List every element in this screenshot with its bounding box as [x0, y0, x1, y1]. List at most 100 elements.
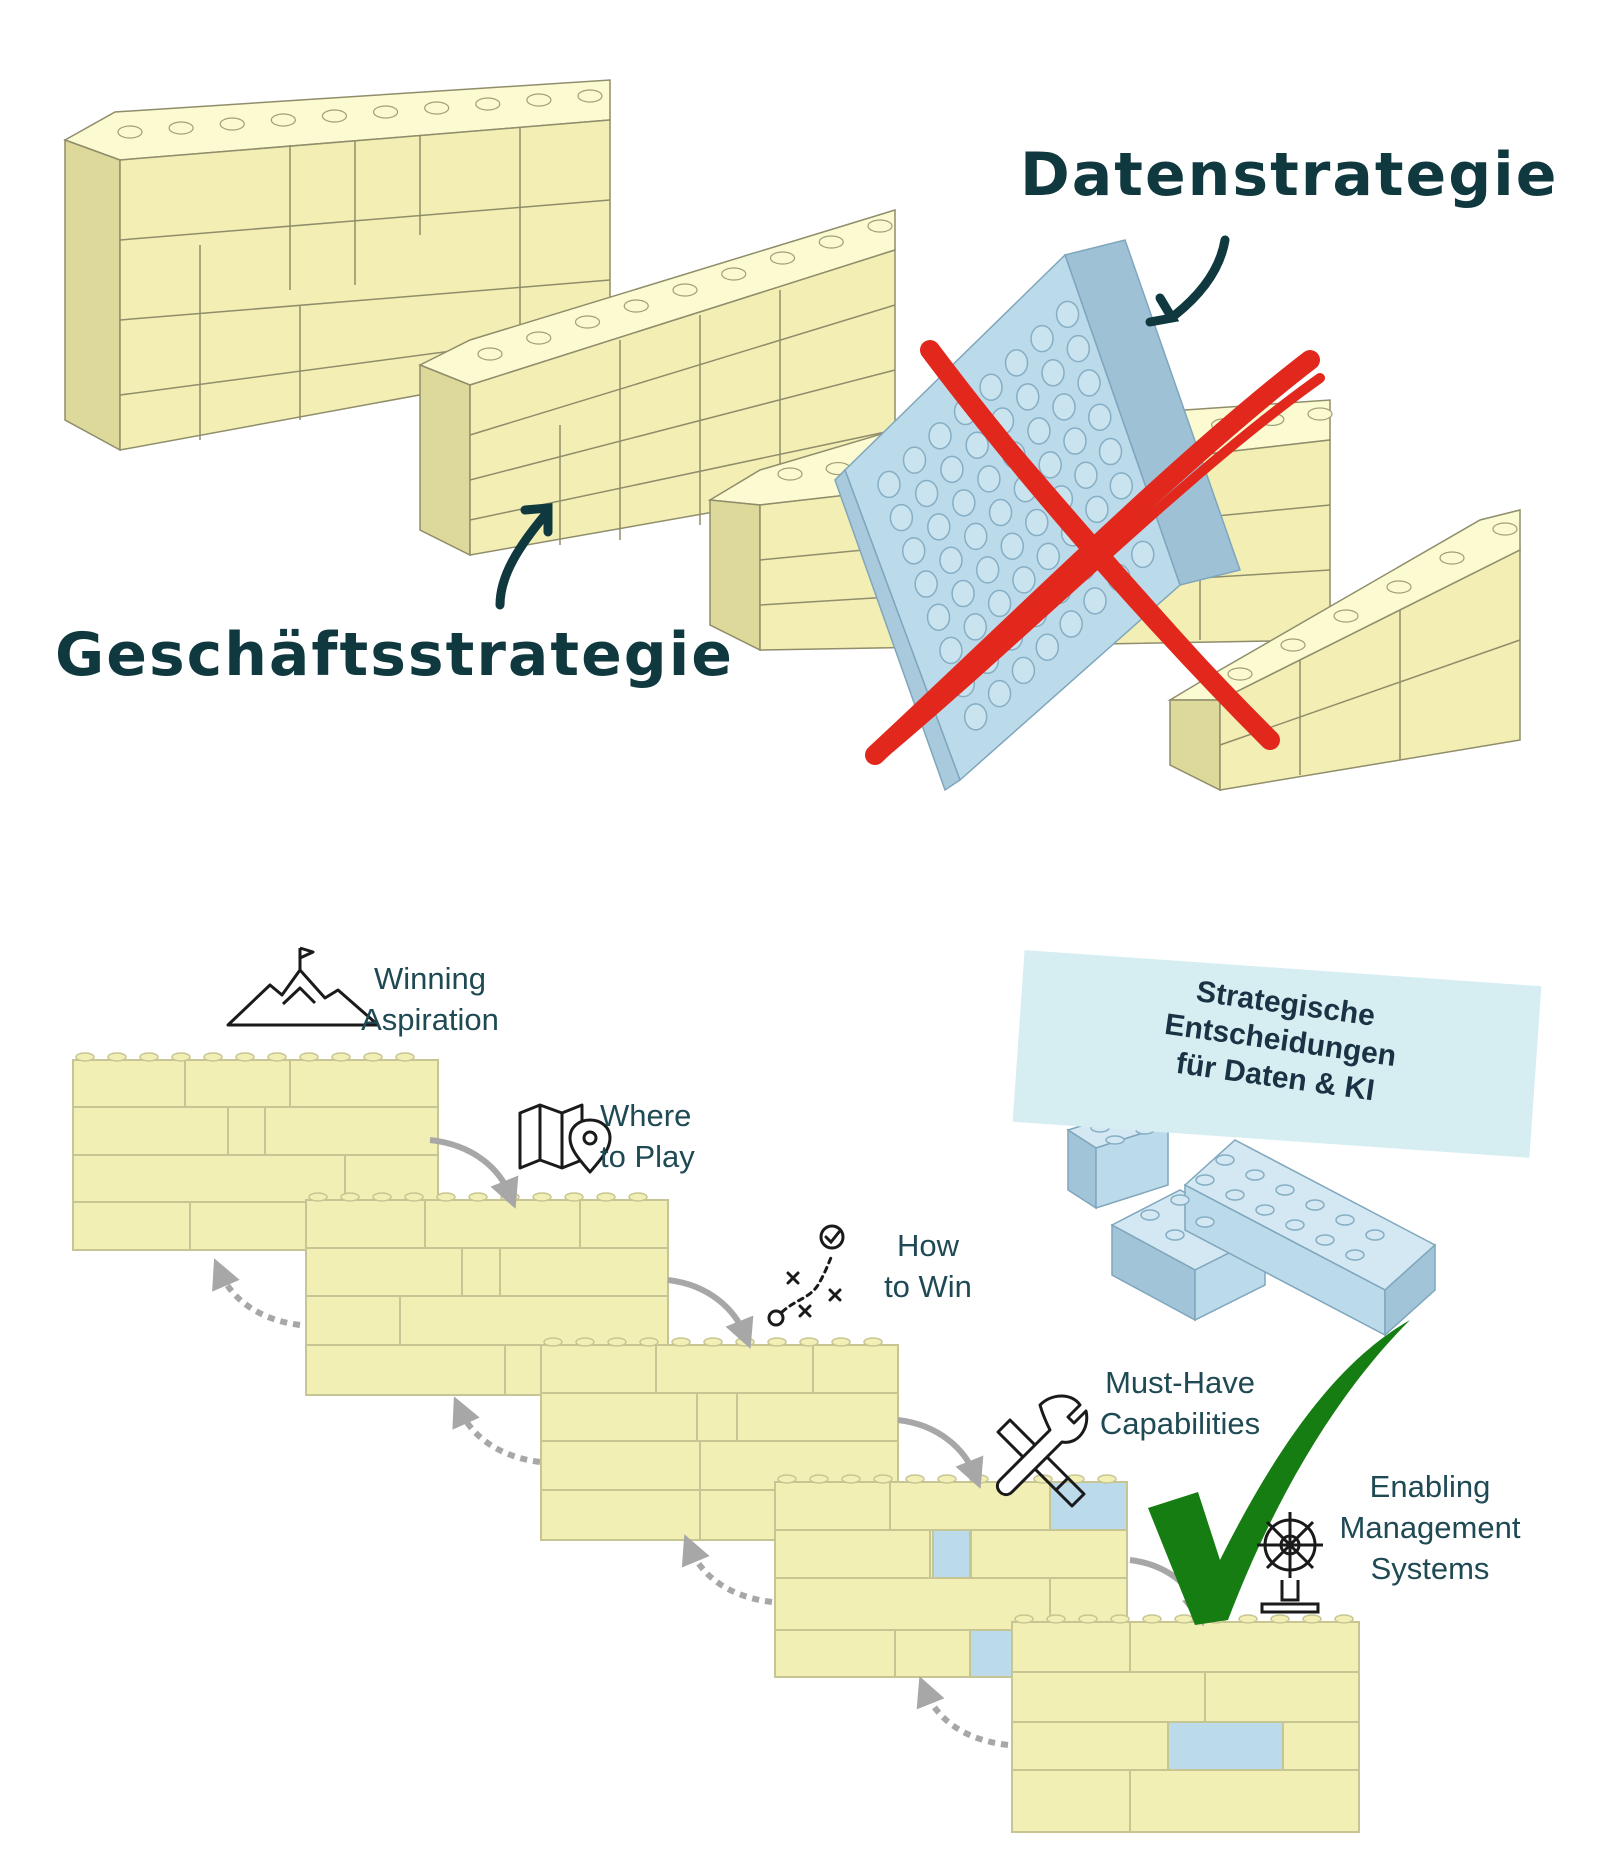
plate-stud	[889, 503, 914, 532]
step-stud	[671, 1337, 691, 1347]
step-stud	[340, 1192, 360, 1202]
plate-stud	[902, 446, 927, 474]
plate-stud	[1041, 359, 1065, 387]
loose-stud	[1215, 1154, 1235, 1166]
wall-stud	[219, 117, 245, 131]
step-stud	[1270, 1614, 1290, 1624]
loose-stud	[1195, 1216, 1215, 1228]
plate-stud	[987, 589, 1012, 618]
wall-stud	[867, 219, 893, 233]
step-label-line: Systems	[1370, 1551, 1490, 1586]
plate-stud	[1055, 300, 1080, 329]
arrow-to-plate	[1170, 235, 1230, 320]
arrow-to-wall	[495, 510, 550, 610]
wall-stud	[1227, 667, 1253, 681]
step-label-line: Capabilities	[1099, 1406, 1261, 1441]
step-stud	[171, 1052, 191, 1062]
plate-stud	[928, 422, 952, 450]
step-label-must-have-capabilities: Must-Have Capabilities	[1080, 1362, 1280, 1444]
plate-stud	[914, 479, 939, 508]
loose-stud	[1305, 1199, 1325, 1211]
plate-stud	[1011, 656, 1036, 685]
loose-stud	[1225, 1189, 1245, 1201]
plate-stud	[1025, 508, 1049, 537]
step-stud	[1046, 1614, 1066, 1624]
plate-stud	[914, 570, 938, 598]
step-label-enabling-management-systems: Enabling Management Systems	[1325, 1466, 1535, 1589]
step-stud	[436, 1192, 456, 1202]
plate-stud	[1074, 461, 1098, 489]
step-stud	[799, 1337, 819, 1347]
step-label-winning-aspiration: Winning Aspiration	[330, 958, 530, 1040]
step-stud	[1110, 1614, 1130, 1624]
loose-stud	[1345, 1249, 1365, 1261]
plate-stud	[1016, 383, 1040, 411]
step-label-line: to Win	[884, 1269, 972, 1304]
step-stud	[363, 1052, 383, 1062]
step-stud	[395, 1052, 415, 1062]
loose-stud	[1285, 1219, 1305, 1231]
plate-stud	[939, 636, 963, 665]
map-pin-icon	[518, 1103, 612, 1174]
loose-stud	[1165, 1229, 1185, 1241]
wall-stud	[721, 267, 747, 281]
step-stud	[863, 1337, 883, 1347]
plate-stud	[963, 613, 988, 641]
step-stud	[841, 1474, 861, 1484]
step-stud	[1078, 1614, 1098, 1624]
plate-stud	[1083, 587, 1107, 615]
step-stud	[767, 1337, 787, 1347]
loose-stud	[1105, 1135, 1125, 1145]
plate-stud	[1030, 324, 1054, 353]
wall-stud	[777, 467, 803, 481]
plate-stud	[1098, 437, 1123, 466]
plate-stud	[1012, 566, 1036, 594]
plate-stud	[987, 679, 1012, 708]
wall-stud	[1333, 609, 1359, 623]
plate-stud	[1004, 349, 1029, 377]
plate-stud	[1035, 633, 1060, 661]
loose-stud	[1315, 1234, 1335, 1246]
step-stud	[139, 1052, 159, 1062]
plate-stud	[939, 546, 963, 574]
staircase-bricks	[72, 1059, 1360, 1833]
wall-stud	[1439, 551, 1465, 565]
plate-stud	[1085, 495, 1109, 524]
loose-stud	[1170, 1194, 1190, 1206]
step-stud	[331, 1052, 351, 1062]
plate-stud	[951, 579, 975, 608]
step-stud	[75, 1052, 95, 1062]
step-stud	[628, 1192, 648, 1202]
wall-stud	[769, 251, 796, 265]
plate-stud	[1077, 369, 1101, 397]
plate-stud	[1000, 532, 1024, 560]
plate-stud	[1038, 451, 1062, 479]
step-stud	[639, 1337, 659, 1347]
wall-stud	[372, 105, 399, 119]
loose-stud	[1335, 1214, 1355, 1226]
feedback-arrows	[212, 1258, 1009, 1748]
plate-stud	[1063, 427, 1087, 455]
step-stud	[468, 1192, 488, 1202]
step-stud	[1238, 1614, 1258, 1624]
ship-wheel-icon	[1257, 1512, 1323, 1614]
staircase-studs	[75, 1052, 1354, 1624]
business-strategy-label: Geschäftsstrategie	[55, 620, 734, 690]
wall-stud	[526, 331, 552, 345]
step-label-line: to Play	[600, 1139, 695, 1174]
data-strategy-plate	[834, 239, 1241, 792]
step-stud	[235, 1052, 255, 1062]
plate-stud	[988, 498, 1013, 527]
step-stud	[905, 1474, 925, 1484]
wall-stud	[475, 97, 501, 111]
step-stud	[1142, 1614, 1162, 1624]
wall-stud	[672, 283, 698, 297]
step-stud	[969, 1474, 989, 1484]
step-label-how-to-win: How to Win	[858, 1225, 998, 1307]
plate-stud	[964, 522, 988, 551]
step-stud	[809, 1474, 829, 1484]
wall-stud	[477, 347, 503, 361]
step-stud	[1334, 1614, 1354, 1624]
step-stud	[1174, 1614, 1194, 1624]
plate-stud	[952, 489, 976, 517]
